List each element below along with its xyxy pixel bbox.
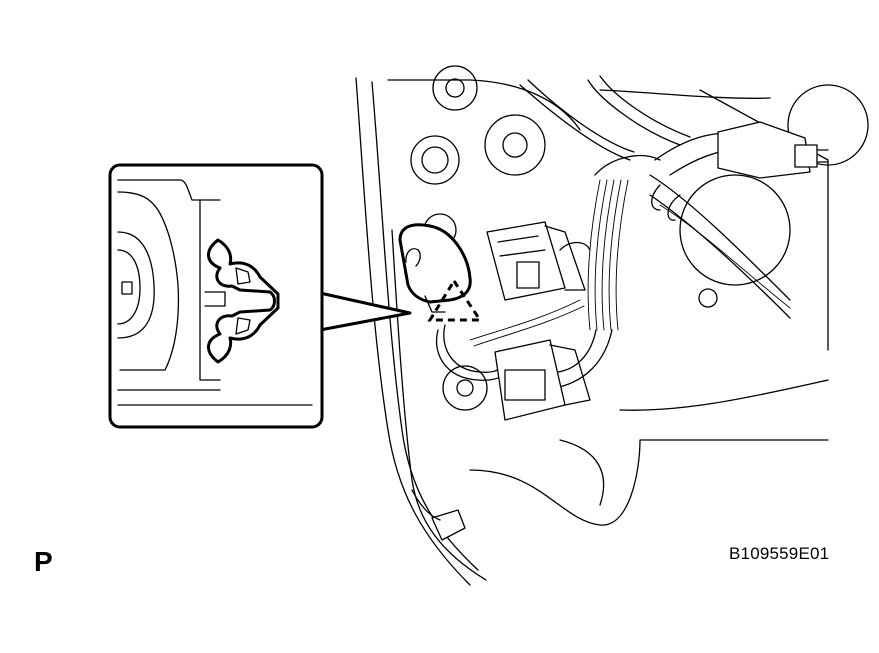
connectors [411, 121, 829, 541]
zoom-inset [108, 163, 324, 429]
clip-bracket [398, 223, 472, 313]
panel-holes [410, 65, 869, 411]
figure-code-label: B109559E01 [729, 544, 830, 563]
view-letter-label: P [34, 546, 53, 577]
